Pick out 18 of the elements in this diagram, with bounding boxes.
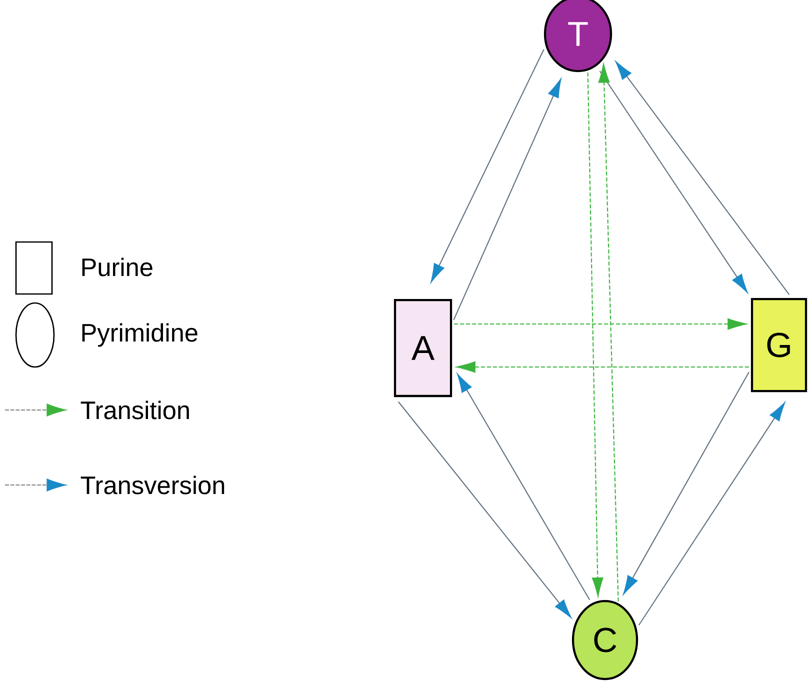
arrow xyxy=(454,318,747,330)
legend-label: Pyrimidine xyxy=(82,323,198,347)
arrow xyxy=(615,61,790,296)
arrow xyxy=(456,361,749,373)
legend-label: Purine xyxy=(82,258,152,276)
arrow xyxy=(598,64,619,602)
arrow xyxy=(453,78,562,320)
legend-label: Transition xyxy=(80,400,189,420)
arrow xyxy=(638,402,786,626)
legend-label: Transversion xyxy=(80,476,224,494)
base-box: G xyxy=(750,298,808,392)
arrow xyxy=(599,70,748,293)
arrow xyxy=(623,372,750,594)
arrow xyxy=(430,49,544,282)
arrow xyxy=(587,72,604,596)
base-box: A xyxy=(394,298,452,398)
arrow xyxy=(457,374,590,600)
arrow xyxy=(398,401,572,618)
